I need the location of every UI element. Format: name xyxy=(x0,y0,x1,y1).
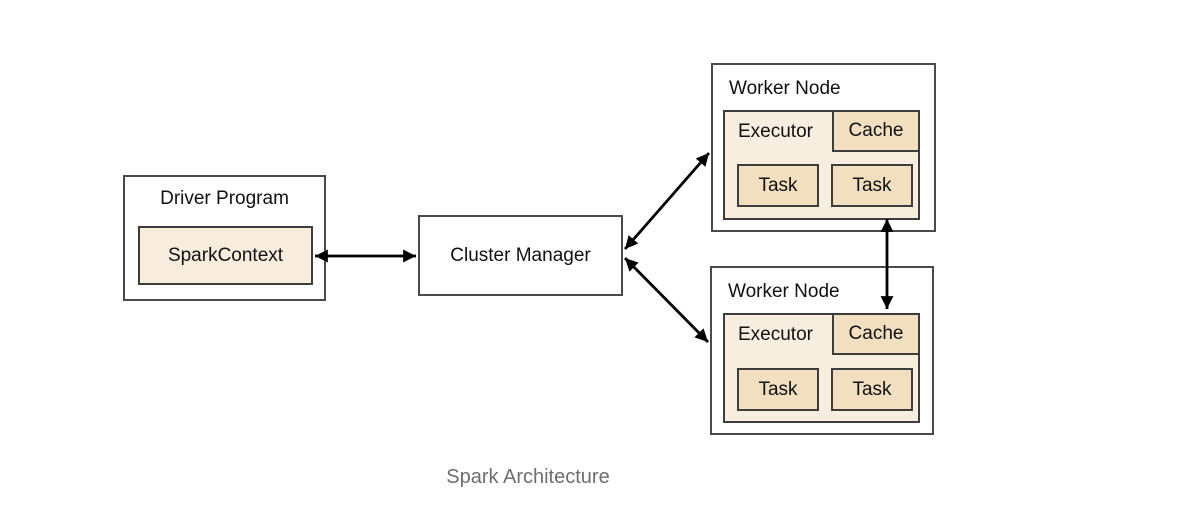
driver-program-title: Driver Program xyxy=(160,188,289,209)
spark-context-box: SparkContext xyxy=(138,226,313,285)
worker-node-bottom-box: Worker Node Executor Cache Task Task xyxy=(710,266,934,435)
worker-bottom-executor-label: Executor xyxy=(738,324,813,345)
diagram-caption: Spark Architecture xyxy=(446,466,610,488)
worker-top-task2-label: Task xyxy=(852,174,892,196)
worker-bottom-cache-box: Cache xyxy=(832,313,920,355)
arrow-clustermanager-workertop xyxy=(623,152,711,250)
worker-bottom-task1-label: Task xyxy=(758,378,798,400)
cluster-manager-box: Cluster Manager xyxy=(418,215,623,296)
worker-node-top-title: Worker Node xyxy=(729,78,841,99)
worker-bottom-cache-label: Cache xyxy=(848,323,904,344)
worker-top-executor-box: Executor Cache Task Task xyxy=(723,110,920,220)
worker-node-top-box: Worker Node Executor Cache Task Task xyxy=(711,63,936,232)
worker-top-executor-label: Executor xyxy=(738,121,813,142)
worker-bottom-task1-box: Task xyxy=(737,368,819,411)
worker-top-cache-label: Cache xyxy=(848,120,904,141)
worker-top-task1-box: Task xyxy=(737,164,819,207)
worker-bottom-task2-label: Task xyxy=(852,378,892,400)
worker-top-task2-box: Task xyxy=(831,164,913,207)
worker-node-bottom-title: Worker Node xyxy=(728,281,840,302)
cluster-manager-label: Cluster Manager xyxy=(450,244,591,266)
spark-context-label: SparkContext xyxy=(167,244,284,266)
worker-top-task1-label: Task xyxy=(758,174,798,196)
worker-top-cache-box: Cache xyxy=(832,110,920,152)
driver-program-box: Driver Program SparkContext xyxy=(123,175,326,301)
arrow-clustermanager-workerbottom xyxy=(624,257,709,343)
worker-bottom-executor-box: Executor Cache Task Task xyxy=(723,313,920,423)
worker-bottom-task2-box: Task xyxy=(831,368,913,411)
